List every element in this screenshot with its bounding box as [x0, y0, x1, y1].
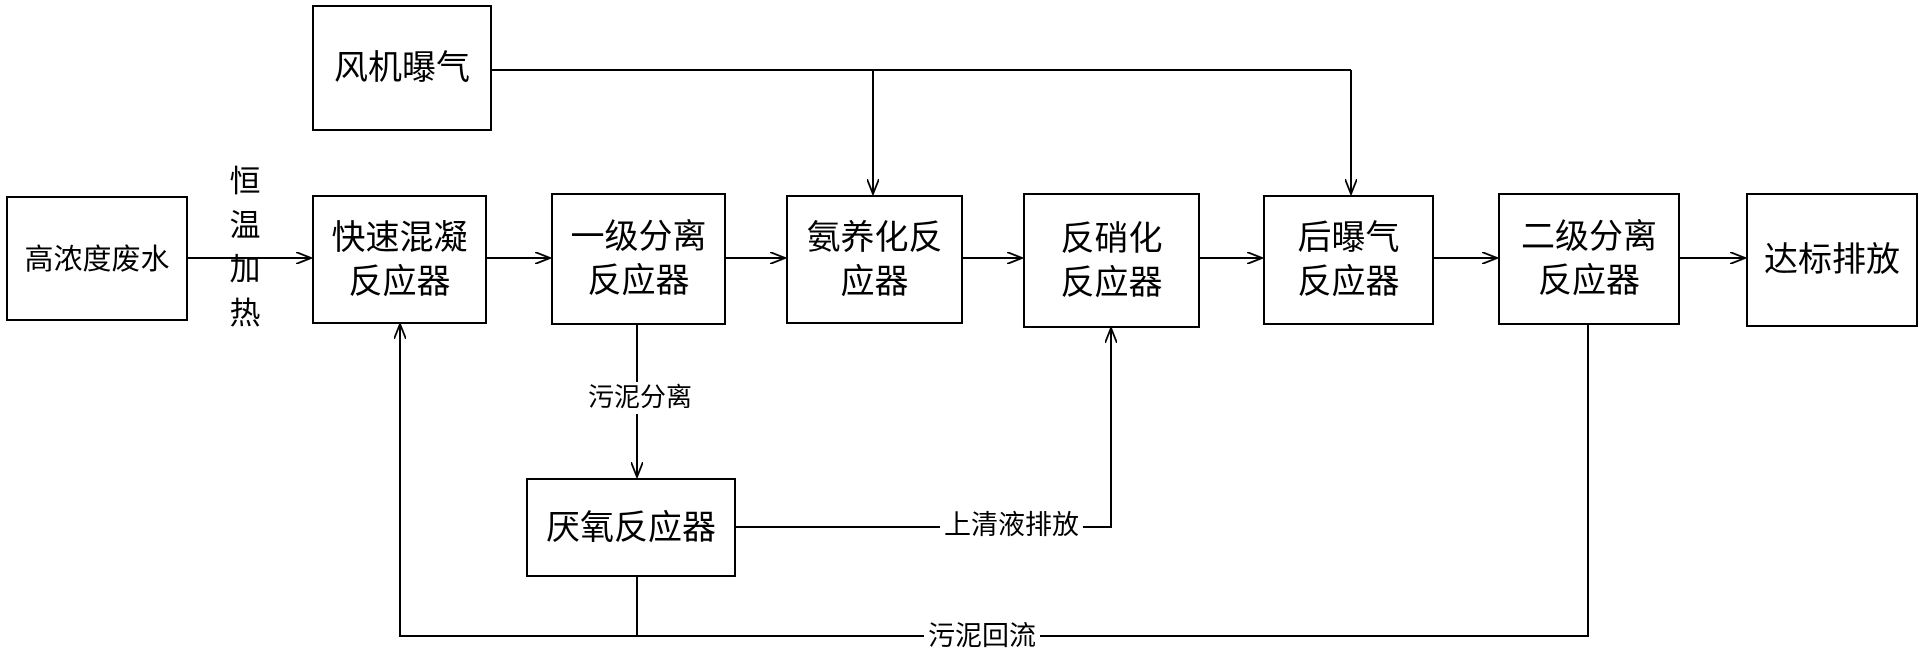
blower-aeration-label: 风机曝气	[334, 48, 470, 88]
rapid-coagulation-reactor-box: 快速混凝 反应器	[312, 195, 487, 324]
sep2-line2: 反应器	[1538, 261, 1640, 301]
sep1-line2: 反应器	[587, 261, 690, 301]
denit-line2: 反应器	[1060, 262, 1163, 303]
compliant-discharge-box: 达标排放	[1746, 193, 1918, 327]
supernatant-discharge-label: 上清液排放	[940, 510, 1083, 542]
arrow-anaerobic-to-denit	[736, 328, 1111, 528]
ammon-line2: 应器	[840, 261, 909, 302]
primary-separation-reactor-box: 一级分离 反应器	[551, 193, 726, 325]
sep2-line1: 二级分离	[1521, 217, 1657, 257]
blower-aeration-box: 风机曝气	[312, 5, 492, 131]
anaerobic-label: 厌氧反应器	[546, 507, 716, 548]
ammon-line1: 氨养化反	[806, 217, 943, 258]
ammonia-oxidation-reactor-box: 氨养化反 应器	[786, 195, 963, 324]
sludge-separation-label: 污泥分离	[588, 382, 693, 414]
heating-label: 恒温加热	[229, 164, 261, 332]
wastewater-label: 高浓度废水	[24, 241, 170, 276]
coag-line2: 反应器	[348, 261, 451, 302]
post-aeration-reactor-box: 后曝气 反应器	[1263, 195, 1434, 325]
secondary-separation-reactor-box: 二级分离 反应器	[1498, 193, 1680, 325]
denit-line1: 反硝化	[1060, 218, 1163, 259]
anaerobic-reactor-box: 厌氧反应器	[526, 478, 736, 577]
coag-line1: 快速混凝	[331, 217, 468, 258]
discharge-label: 达标排放	[1764, 240, 1900, 280]
wastewater-box: 高浓度废水	[6, 196, 188, 321]
postaer-line2: 反应器	[1297, 262, 1400, 302]
sep1-line1: 一级分离	[570, 217, 707, 257]
denitrification-reactor-box: 反硝化 反应器	[1023, 193, 1200, 328]
sludge-return-label: 污泥回流	[924, 621, 1040, 653]
postaer-line1: 后曝气	[1297, 218, 1400, 258]
